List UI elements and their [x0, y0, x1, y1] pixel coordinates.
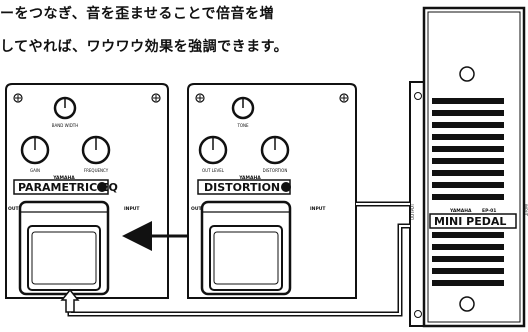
tone-label: TONE: [236, 123, 249, 128]
distortion-label: DISTORTION: [263, 168, 288, 173]
band-width-label: BAND WIDTH: [52, 123, 79, 128]
dist-brand: YAMAHA: [238, 175, 261, 181]
up-arrow-icon: [60, 288, 80, 313]
grip-ridges: [432, 98, 504, 286]
frequency-label: FREQUENCY: [84, 168, 109, 173]
mini-brand: YAMAHA: [449, 208, 472, 214]
out-level-label: OUT LEVEL: [202, 168, 225, 173]
gain-label: GAIN: [30, 168, 40, 173]
mini-model: EP-01: [482, 208, 496, 214]
mini-input-label: INPUT: [523, 204, 528, 217]
screw-hole-icon: [459, 296, 475, 312]
caption-line-1: ーをつなぎ、音を歪ませることで倍音を増: [0, 6, 274, 22]
eq-name: PARAMETRIC EQ: [18, 181, 118, 194]
screw-icon: [414, 92, 422, 100]
dist-input-label: INPUT: [310, 206, 326, 212]
led-indicator: [281, 182, 291, 192]
caption-line-2: してやれば、ワウワウ効果を強調できます。: [0, 39, 289, 55]
mini-name: MINI PEDAL: [434, 215, 506, 228]
mini-pedal: YAMAHA EP-01 MINI PEDAL OUTPUT INPUT: [409, 6, 528, 328]
screw-hole-icon: [459, 66, 475, 82]
dist-name: DISTORTION: [204, 181, 280, 194]
eq-input-label: INPUT: [124, 206, 140, 212]
eq-brand: YAMAHA: [52, 175, 75, 181]
screw-icon: [414, 310, 422, 318]
parametric-eq-pedal: BAND WIDTH GAIN FREQUENCY YAMAHA PARAMET…: [5, 83, 169, 299]
led-indicator: [97, 182, 107, 192]
distortion-pedal: TONE OUT LEVEL DISTORTION YAMAHA DISTORT…: [187, 83, 357, 299]
signal-cables: [60, 201, 410, 317]
mini-output-label: OUTPUT: [410, 203, 415, 220]
